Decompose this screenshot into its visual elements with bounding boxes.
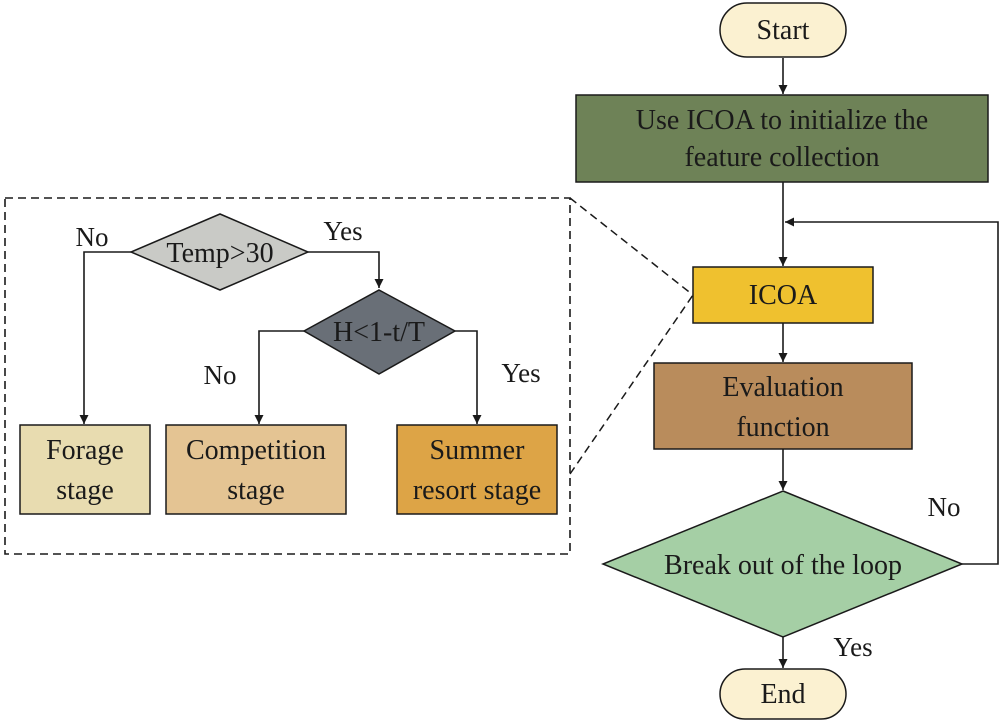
detail-frame	[4, 197, 571, 555]
edge-temp-yes	[308, 251, 384, 288]
forage-label-line1: Forage	[46, 435, 124, 466]
init-process-box	[575, 94, 989, 183]
evaluation-process-box	[653, 362, 913, 450]
evaluation-label-line2: function	[736, 412, 829, 443]
summer-resort-stage-box	[396, 424, 558, 515]
end-label: End	[760, 679, 805, 710]
start-label: Start	[757, 15, 810, 46]
h-no-label: No	[204, 360, 237, 390]
init-label-line1: Use ICOA to initialize the	[636, 105, 928, 136]
loop-no-label: No	[928, 492, 961, 522]
temp-no-label: No	[76, 222, 109, 252]
edge-h-yes	[455, 330, 482, 424]
init-label-line2: feature collection	[684, 142, 879, 173]
forage-stage-box	[19, 424, 151, 515]
temp-decision-diamond	[129, 213, 310, 291]
competition-stage-box	[165, 424, 347, 515]
h-decision-label: H<1-t/T	[333, 317, 425, 348]
end-terminal	[719, 668, 847, 720]
edge-h-no	[254, 330, 304, 424]
competition-label-line1: Competition	[186, 435, 326, 466]
edge-temp-no	[79, 251, 131, 424]
loop-decision-label: Break out of the loop	[664, 550, 902, 581]
temp-yes-label: Yes	[323, 216, 362, 246]
competition-label-line2: stage	[227, 475, 285, 506]
h-decision-diamond	[302, 289, 457, 375]
h-yes-label: Yes	[501, 358, 540, 388]
summer-label-line2: resort stage	[413, 475, 541, 506]
icoa-label: ICOA	[749, 280, 818, 311]
zoom-guide-top	[569, 197, 694, 296]
temp-decision-label: Temp>30	[166, 238, 273, 269]
start-terminal	[719, 2, 847, 58]
loop-decision-diamond	[601, 490, 964, 638]
forage-label-line2: stage	[56, 475, 114, 506]
summer-label-line1: Summer	[430, 435, 526, 466]
loop-yes-label: Yes	[833, 632, 872, 662]
edge-loop-back	[785, 217, 999, 565]
evaluation-label-line1: Evaluation	[722, 372, 843, 403]
zoom-guide-bottom	[569, 294, 694, 475]
